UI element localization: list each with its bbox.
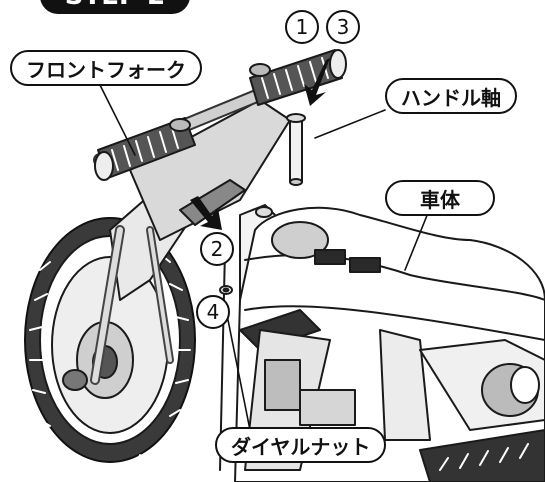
right-grip (249, 49, 347, 106)
leader-lines (99, 84, 431, 431)
front-fork-label: フロントフォーク (10, 50, 202, 86)
front-fork-body (62, 99, 291, 391)
dial-nut (219, 285, 233, 295)
step-badge: STEP 2 (40, 0, 190, 14)
step-number-1: 1 (285, 10, 319, 44)
handle-shaft-bolt (286, 113, 306, 186)
step-number-2: 2 (200, 232, 234, 266)
step-number-3: 3 (326, 10, 360, 44)
body-label: 車体 (385, 180, 495, 216)
dial-nut-label: ダイヤルナット (215, 427, 387, 463)
step-number-4: 4 (196, 295, 230, 329)
handlebar (93, 49, 347, 181)
body-shell (234, 206, 545, 482)
handle-shaft-label: ハンドル軸 (385, 78, 517, 114)
assembly-arrows (190, 58, 330, 230)
left-grip (94, 117, 196, 181)
front-wheel (24, 217, 196, 469)
